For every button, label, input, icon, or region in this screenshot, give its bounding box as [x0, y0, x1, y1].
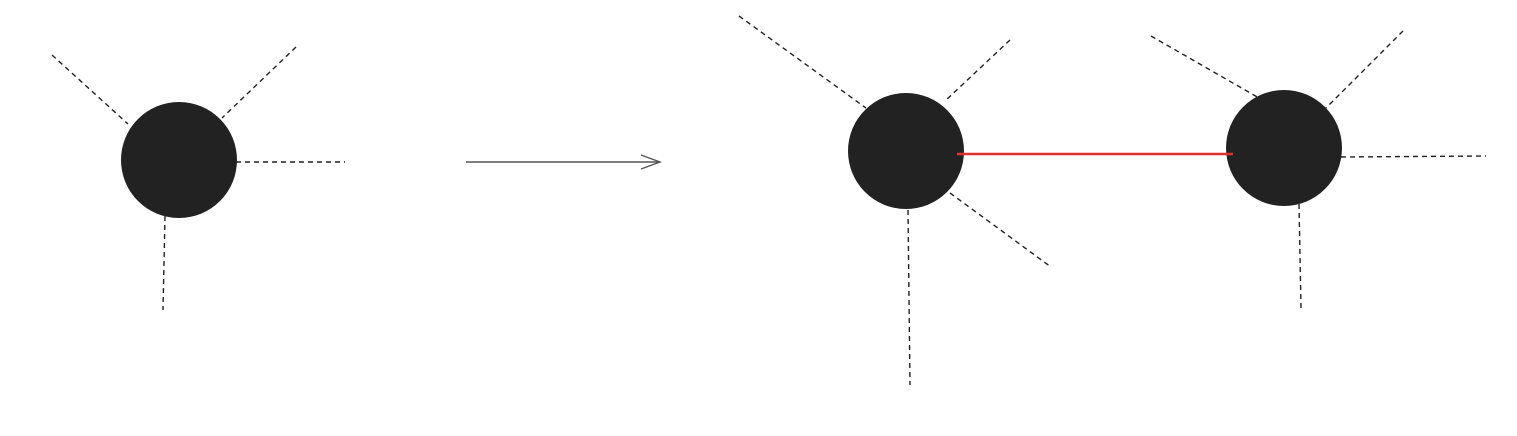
vertex-node: [121, 102, 237, 218]
dashed-half-edge: [1325, 30, 1404, 109]
dashed-half-edge: [949, 192, 1052, 268]
vertex-node: [848, 93, 964, 209]
dashed-half-edge: [738, 15, 867, 109]
dashed-half-edge: [1298, 203, 1302, 309]
vertex-node: [1226, 90, 1342, 206]
dashed-half-edge: [221, 46, 297, 119]
dashed-half-edge: [1340, 155, 1487, 158]
dashed-half-edge: [907, 209, 911, 386]
arrow-head-icon: [640, 154, 663, 170]
after-panel: [738, 15, 1487, 386]
dashed-half-edge: [944, 39, 1011, 102]
transition-arrow: [466, 154, 663, 170]
dashed-half-edge: [51, 54, 129, 125]
before-panel: [51, 46, 345, 311]
dashed-half-edge: [162, 215, 166, 311]
dashed-half-edge: [1150, 35, 1260, 99]
